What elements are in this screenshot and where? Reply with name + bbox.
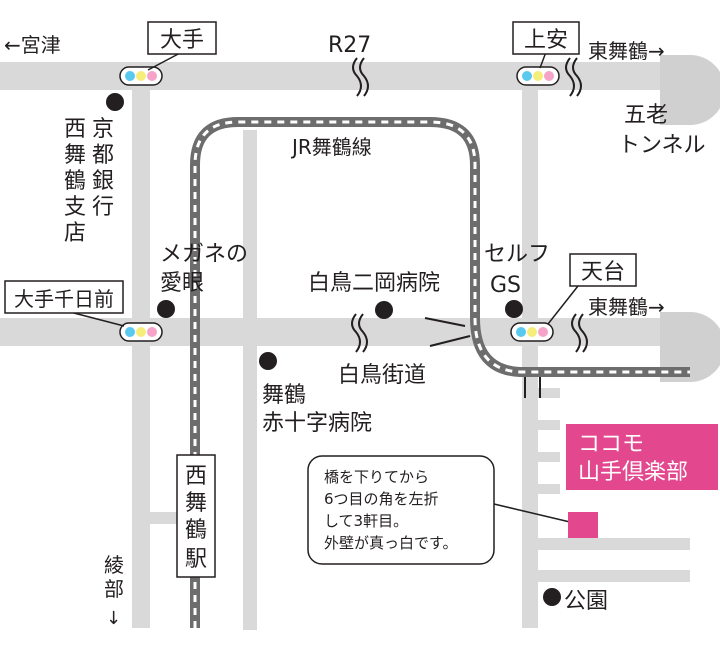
ayabe-direction-label: 綾 部 ↓ xyxy=(104,553,124,629)
svg-text:舞鶴: 舞鶴 xyxy=(262,383,306,408)
svg-text:橋を下りてから: 橋を下りてから xyxy=(324,468,429,486)
intersection-tendai-label: 天台 xyxy=(581,260,625,285)
bridge-marks xyxy=(351,57,588,398)
svg-text:都: 都 xyxy=(92,143,114,168)
svg-text:駅: 駅 xyxy=(185,547,207,572)
side-street-1 xyxy=(538,388,560,398)
intersection-tendai: 天台 xyxy=(547,253,637,325)
side-street-6 xyxy=(538,570,690,582)
svg-text:セルフ: セルフ xyxy=(484,242,550,267)
destination-name-line1: ココモ xyxy=(578,432,644,457)
landmark-dot-icon xyxy=(259,352,277,370)
svg-text:外壁が真っ白です。: 外壁が真っ白です。 xyxy=(324,534,458,552)
landmark-kyoto-bank: 京 都 銀 行 西 舞 鶴 支 店 xyxy=(64,117,114,246)
side-street-5 xyxy=(538,538,690,550)
intersection-kamiyasu-label: 上安 xyxy=(524,28,568,53)
landmark-dot-icon xyxy=(543,588,561,606)
nishi-maizuru-station: 西 舞 鶴 駅 xyxy=(176,454,216,578)
landmark-self-gs: セルフ GS xyxy=(484,242,550,298)
miyazu-direction-label: ←宮津 xyxy=(4,33,61,57)
traffic-signal-icon xyxy=(510,322,554,342)
traffic-signal-icon xyxy=(119,322,163,342)
tunnel-label-line2: トンネル xyxy=(618,133,706,158)
svg-text:愛眼: 愛眼 xyxy=(160,271,204,296)
side-street-2 xyxy=(538,420,560,430)
svg-text:西: 西 xyxy=(64,117,86,142)
svg-text:行: 行 xyxy=(92,195,114,220)
tunnel-label-line1: 五老 xyxy=(624,103,668,128)
side-street-3 xyxy=(538,452,560,462)
landmark-dot-icon xyxy=(375,301,393,319)
landmark-red-cross: 舞鶴 赤十字病院 xyxy=(262,383,372,436)
destination-label: ココモ 山手倶楽部 xyxy=(566,424,718,490)
svg-text:メガネの: メガネの xyxy=(160,242,248,267)
shiratori-road-label: 白鳥街道 xyxy=(338,363,426,388)
landmark-hospital: 白鳥二岡病院 xyxy=(308,271,440,296)
svg-text:部: 部 xyxy=(104,577,124,601)
svg-text:西: 西 xyxy=(185,464,207,489)
side-street-4 xyxy=(538,484,560,494)
traffic-signal-icon xyxy=(516,66,560,86)
route-27-label: R27 xyxy=(328,33,371,58)
landmark-dot-icon xyxy=(505,300,523,318)
higashi-maizuru-mid-label: 東舞鶴→ xyxy=(588,295,665,319)
intersection-kamiyasu: 上安 xyxy=(512,21,580,69)
jr-line-label: JR舞鶴線 xyxy=(290,135,372,159)
directions-note: 橋を下りてから 6つ目の角を左折 して3軒目。 外壁が真っ白です。 xyxy=(307,455,571,565)
road-kamiyasu-vertical xyxy=(522,90,538,628)
landmark-dot-icon xyxy=(157,300,175,318)
traffic-signal-icon xyxy=(119,66,163,86)
tunnel-top xyxy=(660,55,720,125)
road-ote-vertical xyxy=(132,90,150,628)
svg-text:鶴: 鶴 xyxy=(64,169,86,194)
higashi-maizuru-top-label: 東舞鶴→ xyxy=(588,39,665,63)
svg-text:舞: 舞 xyxy=(64,143,86,168)
svg-text:京: 京 xyxy=(92,117,114,142)
intersection-ote-label: 大手 xyxy=(160,28,204,53)
svg-text:して3軒目。: して3軒目。 xyxy=(324,512,408,530)
svg-text:赤十字病院: 赤十字病院 xyxy=(262,411,372,436)
svg-text:鶴: 鶴 xyxy=(185,518,207,543)
intersection-ote-senbi-mae: 大手千日前 xyxy=(4,280,125,327)
jr-railway xyxy=(190,117,690,628)
landmark-megane-aigan: メガネの 愛眼 xyxy=(160,242,248,296)
intersection-ote: 大手 xyxy=(147,21,217,71)
tunnel-mid xyxy=(660,312,720,382)
svg-text:店: 店 xyxy=(64,221,86,246)
svg-text:GS: GS xyxy=(490,273,521,298)
svg-text:綾: 綾 xyxy=(104,553,124,577)
svg-text:6つ目の角を左折: 6つ目の角を左折 xyxy=(324,490,439,508)
landmark-park: 公園 xyxy=(564,589,608,614)
destination-name-line2: 山手倶楽部 xyxy=(578,460,688,485)
landmark-dot-icon xyxy=(106,93,124,111)
route-27-road xyxy=(0,62,690,90)
svg-text:↓: ↓ xyxy=(106,608,121,629)
intersection-ote-senbi-mae-label: 大手千日前 xyxy=(14,287,114,311)
svg-text:舞: 舞 xyxy=(185,491,207,516)
svg-text:銀: 銀 xyxy=(92,169,114,194)
road-center-vertical xyxy=(243,130,257,630)
svg-text:支: 支 xyxy=(64,195,86,220)
